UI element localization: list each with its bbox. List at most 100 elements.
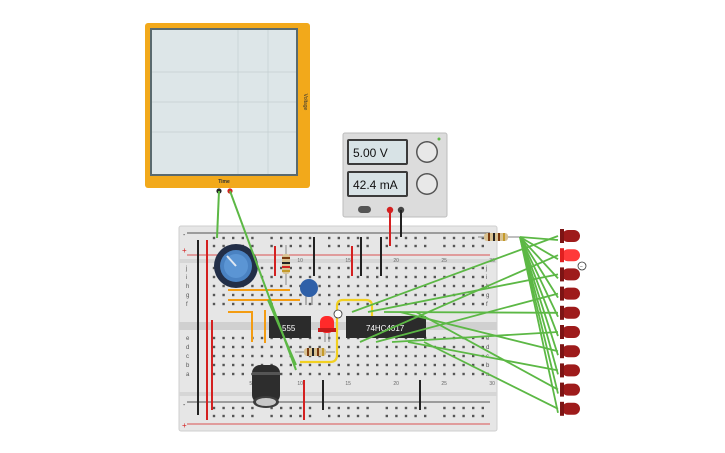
breadboard-hole[interactable] <box>395 284 398 288</box>
breadboard-hole[interactable] <box>404 354 408 358</box>
555-timer-chip[interactable]: 555 <box>269 316 311 338</box>
breadboard-hole[interactable] <box>404 372 408 376</box>
breadboard-hole[interactable] <box>232 236 235 240</box>
breadboard-hole[interactable] <box>308 266 312 270</box>
breadboard-hole[interactable] <box>385 302 388 306</box>
breadboard-hole[interactable] <box>404 293 408 297</box>
breadboard-hole[interactable] <box>452 236 456 240</box>
breadboard-hole[interactable] <box>308 236 312 240</box>
breadboard-hole[interactable] <box>337 363 340 367</box>
breadboard-hole[interactable] <box>356 236 360 240</box>
breadboard-hole[interactable] <box>347 293 350 297</box>
breadboard-hole[interactable] <box>385 363 388 367</box>
breadboard-hole[interactable] <box>376 372 379 376</box>
breadboard-hole[interactable] <box>433 293 436 297</box>
breadboard-hole[interactable] <box>232 354 235 358</box>
breadboard-hole[interactable] <box>222 354 225 358</box>
breadboard-hole[interactable] <box>337 284 340 288</box>
breadboard-hole[interactable] <box>472 363 475 367</box>
breadboard-hole[interactable] <box>433 266 436 270</box>
led[interactable] <box>560 325 580 339</box>
breadboard-hole[interactable] <box>433 302 436 306</box>
breadboard-hole[interactable] <box>366 266 369 270</box>
breadboard-hole[interactable] <box>385 354 388 358</box>
breadboard-hole[interactable] <box>280 293 283 297</box>
breadboard-hole[interactable] <box>280 236 283 240</box>
breadboard-hole[interactable] <box>280 275 283 279</box>
breadboard-hole[interactable] <box>328 354 331 358</box>
breadboard-hole[interactable] <box>299 244 302 248</box>
breadboard-hole[interactable] <box>462 363 465 367</box>
breadboard-hole[interactable] <box>414 414 417 418</box>
breadboard-hole[interactable] <box>299 414 302 418</box>
breadboard-hole[interactable] <box>212 236 216 240</box>
breadboard-hole[interactable] <box>328 302 331 306</box>
breadboard-hole[interactable] <box>212 354 216 358</box>
breadboard-hole[interactable] <box>433 354 436 358</box>
breadboard-hole[interactable] <box>299 236 302 240</box>
breadboard-hole[interactable] <box>222 284 225 288</box>
breadboard-hole[interactable] <box>251 284 254 288</box>
breadboard-hole[interactable] <box>462 275 465 279</box>
breadboard-hole[interactable] <box>270 406 273 410</box>
breadboard-hole[interactable] <box>337 244 340 248</box>
breadboard-hole[interactable] <box>318 336 321 340</box>
breadboard-hole[interactable] <box>318 284 321 288</box>
breadboard-hole[interactable] <box>356 363 360 367</box>
breadboard-hole[interactable] <box>424 406 427 410</box>
breadboard-hole[interactable] <box>328 414 331 418</box>
led[interactable] <box>560 267 580 282</box>
breadboard-hole[interactable] <box>280 363 283 367</box>
breadboard-hole[interactable] <box>289 363 292 367</box>
breadboard-hole[interactable] <box>251 363 254 367</box>
probe-wires[interactable] <box>216 190 297 371</box>
breadboard-hole[interactable] <box>280 266 283 270</box>
breadboard-hole[interactable] <box>251 302 254 306</box>
breadboard-hole[interactable] <box>452 284 456 288</box>
breadboard-hole[interactable] <box>289 406 292 410</box>
breadboard-hole[interactable] <box>366 236 369 240</box>
breadboard-hole[interactable] <box>481 284 484 288</box>
breadboard-hole[interactable] <box>462 414 465 418</box>
breadboard-hole[interactable] <box>299 406 302 410</box>
breadboard-hole[interactable] <box>404 244 408 248</box>
led[interactable] <box>560 401 580 416</box>
breadboard-hole[interactable] <box>385 236 388 240</box>
breadboard-hole[interactable] <box>337 302 340 306</box>
breadboard-hole[interactable] <box>251 414 254 418</box>
breadboard-hole[interactable] <box>376 284 379 288</box>
breadboard-hole[interactable] <box>356 372 360 376</box>
led-signal-wire[interactable] <box>391 331 559 343</box>
led-common-wire[interactable] <box>519 236 559 318</box>
breadboard-hole[interactable] <box>366 354 369 358</box>
breadboard-hole[interactable] <box>318 275 321 279</box>
breadboard-hole[interactable] <box>241 293 244 297</box>
breadboard-hole[interactable] <box>366 414 369 418</box>
breadboard-hole[interactable] <box>347 354 350 358</box>
breadboard-hole[interactable] <box>328 266 331 270</box>
breadboard-hole[interactable] <box>452 414 456 418</box>
breadboard-hole[interactable] <box>424 293 427 297</box>
breadboard-hole[interactable] <box>443 372 446 376</box>
breadboard-hole[interactable] <box>366 284 369 288</box>
breadboard-hole[interactable] <box>251 406 254 410</box>
probe-marker[interactable] <box>333 309 343 319</box>
breadboard-hole[interactable] <box>280 244 283 248</box>
breadboard-hole[interactable] <box>433 275 436 279</box>
breadboard-hole[interactable] <box>443 266 446 270</box>
breadboard-hole[interactable] <box>337 336 340 340</box>
breadboard-hole[interactable] <box>280 284 283 288</box>
breadboard-hole[interactable] <box>212 275 216 279</box>
breadboard-hole[interactable] <box>452 345 456 349</box>
breadboard-hole[interactable] <box>289 345 292 349</box>
breadboard-hole[interactable] <box>414 284 417 288</box>
breadboard-hole[interactable] <box>299 293 302 297</box>
breadboard-hole[interactable] <box>270 236 273 240</box>
breadboard-hole[interactable] <box>212 302 216 306</box>
breadboard-hole[interactable] <box>385 284 388 288</box>
breadboard-hole[interactable] <box>289 302 292 306</box>
breadboard-hole[interactable] <box>308 363 312 367</box>
breadboard-hole[interactable] <box>241 336 244 340</box>
breadboard-hole[interactable] <box>443 414 446 418</box>
breadboard-hole[interactable] <box>472 293 475 297</box>
